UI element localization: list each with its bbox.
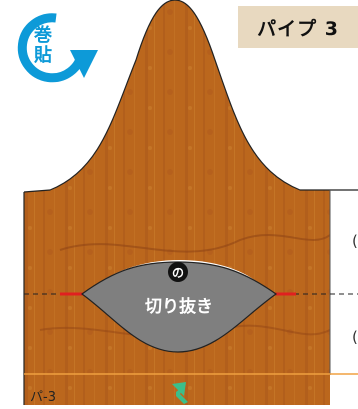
no-marker: の bbox=[168, 262, 188, 282]
page-title: パイプ 3 bbox=[238, 6, 358, 48]
wrap-label-line2: 貼 bbox=[34, 45, 52, 66]
cutout-label: 切り抜き bbox=[145, 297, 213, 317]
side-mark-bottom: ( bbox=[352, 328, 358, 346]
green-arrow-icon bbox=[172, 382, 188, 404]
side-mark-top: ( bbox=[352, 232, 358, 250]
wrap-label-line1: 巻 bbox=[34, 25, 52, 46]
piece-outline bbox=[23, 0, 358, 405]
part-label: パ-3 bbox=[30, 390, 56, 405]
wrap-label: 巻 貼 bbox=[26, 26, 60, 66]
cutout-shape bbox=[80, 261, 278, 353]
clockwise-arrow-icon bbox=[17, 13, 98, 83]
